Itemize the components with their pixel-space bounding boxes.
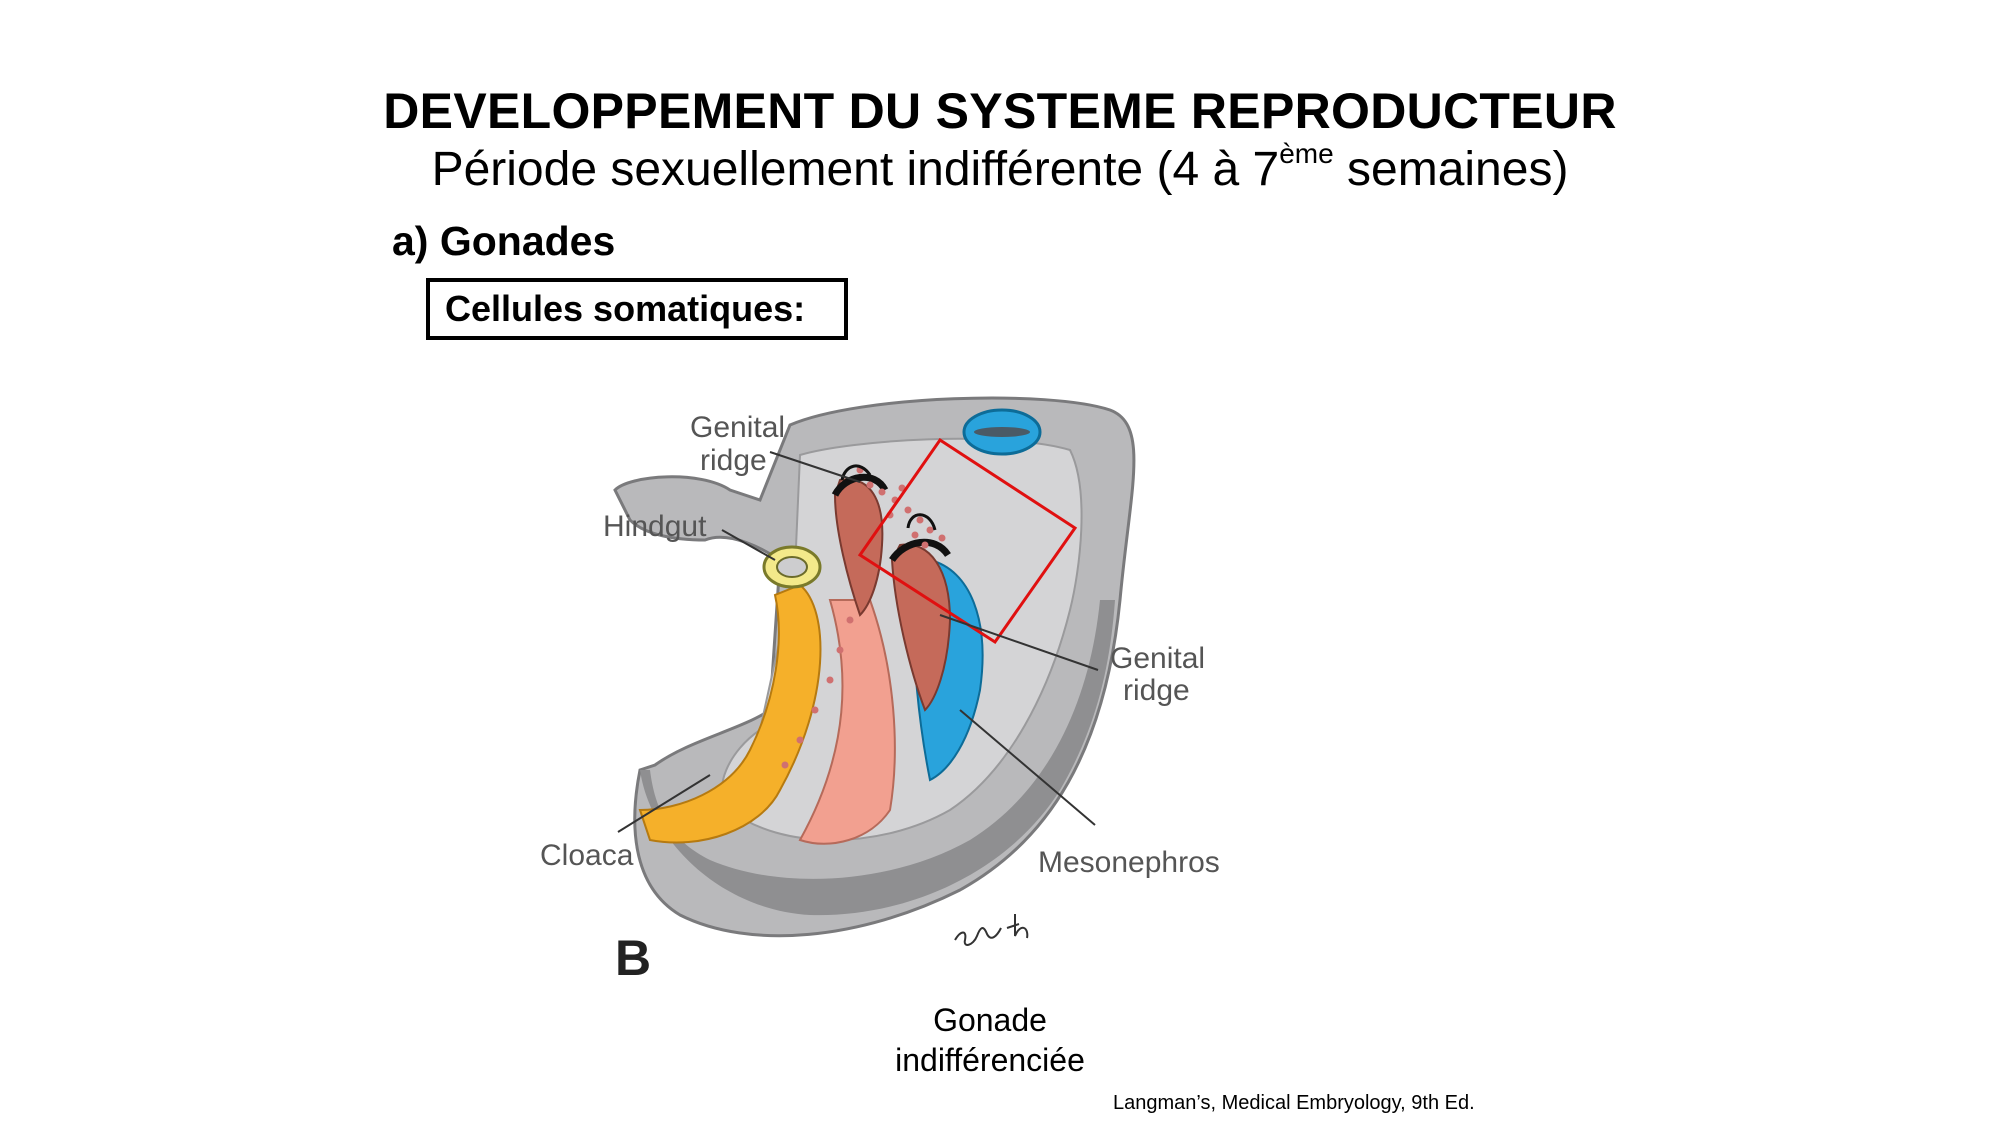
label-mesonephros: Mesonephros — [1038, 846, 1220, 879]
leader-genital-ridge-right — [939, 614, 1099, 671]
artist-signature — [954, 914, 1029, 946]
neural-canal — [974, 427, 1030, 437]
hindgut-lumen — [776, 556, 808, 578]
source-citation: Langman’s, Medical Embryology, 9th Ed. — [1113, 1092, 1475, 1114]
caption-line-2: indifférenciée — [895, 1042, 1085, 1078]
label-hindgut: Hindgut — [603, 510, 707, 543]
label-genital-ridge-right-1: Genital — [1110, 642, 1205, 675]
label-genital-ridge-top-2: ridge — [700, 444, 767, 477]
label-genital-ridge-top-1: Genital — [690, 411, 785, 444]
subtitle-end: semaines) — [1333, 143, 1569, 196]
leader-cloaca — [617, 774, 711, 833]
leader-genital-ridge-top — [769, 451, 861, 483]
epithelium-left — [831, 473, 889, 497]
highlight-rectangle — [857, 437, 1078, 645]
migration-arrow-right — [906, 513, 937, 531]
label-cloaca: Cloaca — [540, 839, 634, 872]
leader-hindgut — [721, 529, 776, 561]
mesoderm-strip — [798, 599, 896, 845]
embryo-wall — [640, 600, 1115, 916]
caption-line-1: Gonade — [933, 1002, 1047, 1038]
embryo-diagram: Genital ridge Hindgut Genital ridge Cloa… — [540, 396, 1220, 986]
figure-caption: Gonade indifférenciée — [840, 1000, 1140, 1080]
genital-ridge-left — [833, 478, 884, 617]
section-heading: a) Gonades — [392, 218, 616, 264]
slide-subtitle: Période sexuellement indifférente (4 à 7… — [0, 138, 2000, 197]
subtitle-main: Période sexuellement indifférente (4 à 7 — [431, 143, 1280, 196]
label-genital-ridge-right-2: ridge — [1123, 674, 1190, 707]
leader-mesonephros — [959, 709, 1096, 826]
slide-title: DEVELOPPEMENT DU SYSTEME REPRODUCTEUR — [383, 83, 1617, 139]
panel-letter: B — [615, 930, 651, 986]
subtitle-superscript: ème — [1279, 138, 1334, 169]
germ-cells — [781, 466, 946, 769]
boxed-label: Cellules somatiques: — [426, 278, 848, 340]
hindgut-tube — [638, 583, 822, 844]
epithelium-right — [889, 538, 951, 563]
